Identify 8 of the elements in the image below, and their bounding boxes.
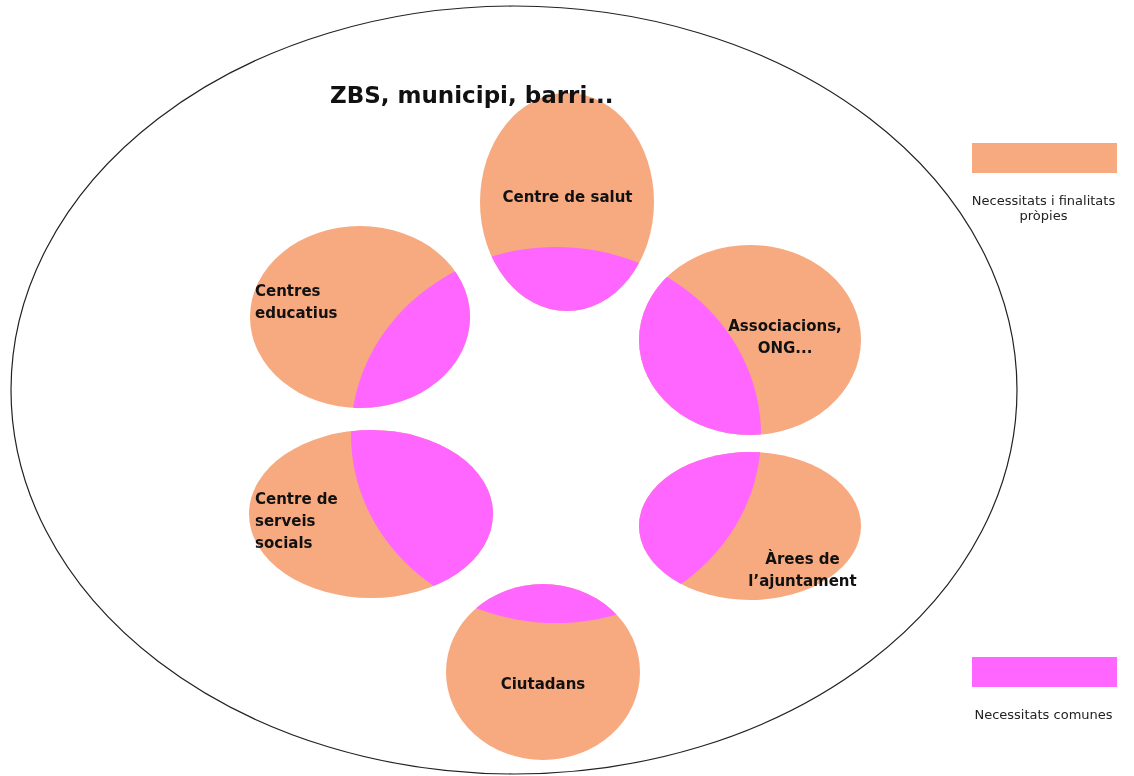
area-heading: ZBS, municipi, barri... <box>330 82 614 108</box>
entity-label: Associacions, ONG... <box>727 316 843 359</box>
entity-label: Centre de salut <box>501 187 634 208</box>
entity-label: Centres educatius <box>255 281 339 324</box>
legend-label: Necessitats comunes <box>973 707 1114 722</box>
legend-label: Necessitats i finalitats pròpies <box>970 193 1117 223</box>
entity-label: Ciutadans <box>499 674 587 695</box>
entity-label: Centre de serveis socials <box>255 489 339 554</box>
